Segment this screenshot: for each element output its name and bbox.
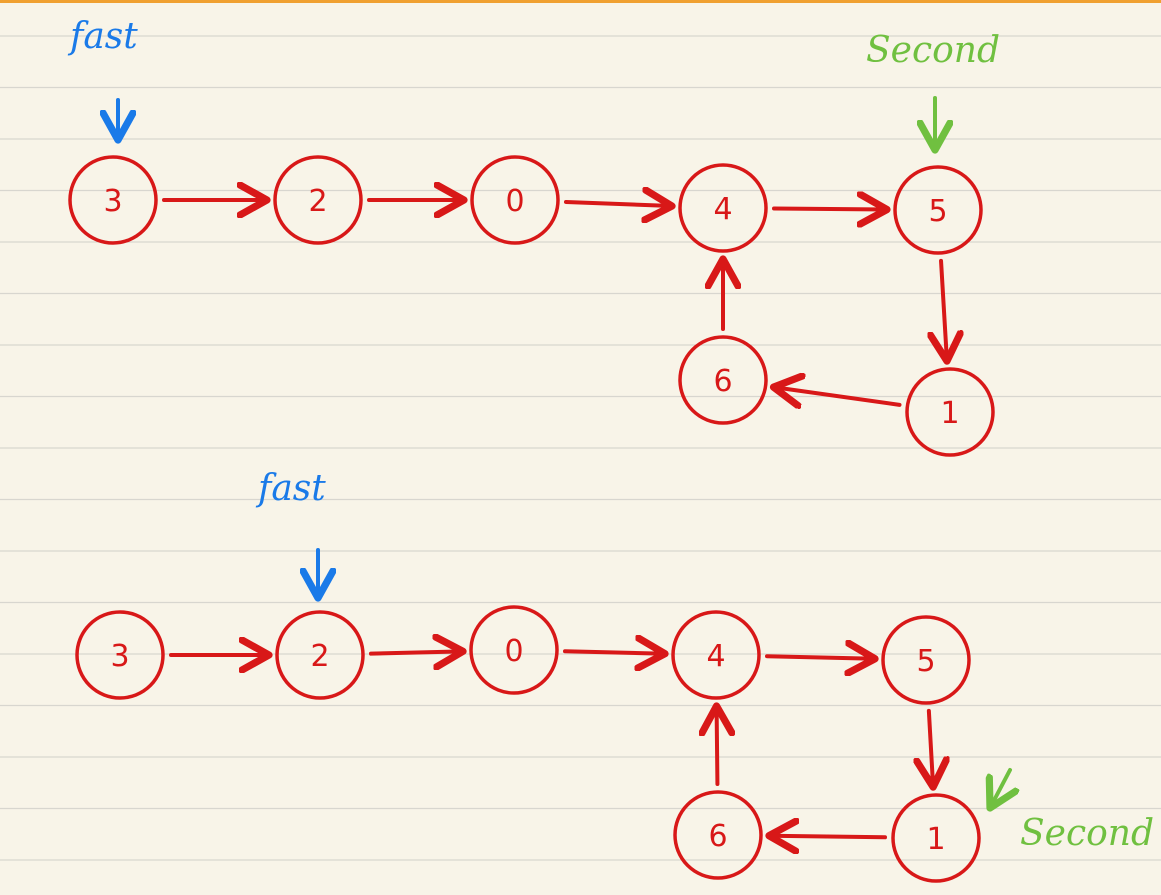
list-node: 1	[905, 367, 995, 457]
list-node: 4	[671, 610, 761, 700]
pointer-label: fast	[255, 468, 326, 509]
list-node: 4	[678, 163, 768, 253]
node-value: 4	[713, 192, 732, 227]
link-arrow	[368, 651, 463, 653]
pointer-second: Second	[990, 768, 1154, 854]
node-circle	[470, 155, 560, 245]
node-value: 3	[110, 639, 129, 674]
pointer-fast: fast	[255, 468, 326, 598]
link-arrow	[562, 651, 665, 653]
node-circle	[678, 335, 768, 425]
node-value: 6	[713, 364, 732, 399]
node-value: 4	[706, 639, 725, 674]
list-node: 0	[469, 605, 559, 695]
node-value: 2	[310, 639, 329, 674]
list-node: 2	[273, 155, 363, 245]
node-circle	[75, 610, 165, 700]
node-circle	[678, 163, 768, 253]
link-arrow	[764, 656, 875, 659]
list-node: 1	[891, 793, 981, 883]
pointer-second: Second	[866, 30, 1000, 150]
list-node: 3	[68, 155, 158, 245]
linked-list-diagram: 3 2 0 4 5 1 6 fast Second	[67, 16, 1000, 457]
pointer-label: Second	[1020, 813, 1154, 854]
node-circle	[893, 165, 983, 255]
list-node: 5	[893, 165, 983, 255]
node-value: 0	[504, 634, 523, 669]
pointer-fast: fast	[67, 16, 138, 140]
list-node: 3	[75, 610, 165, 700]
list-node: 5	[881, 615, 971, 705]
ruled-lines	[0, 35, 1161, 861]
node-value: 6	[708, 819, 727, 854]
link-arrow	[941, 258, 947, 361]
link-arrow	[774, 387, 902, 405]
list-node: 6	[673, 790, 763, 880]
node-circle	[469, 605, 559, 695]
link-arrow	[717, 706, 718, 787]
node-value: 1	[926, 822, 945, 857]
top-border	[0, 0, 1161, 3]
link-arrow	[563, 202, 672, 206]
node-value: 0	[505, 184, 524, 219]
pointer-label: fast	[67, 16, 138, 57]
node-circle	[881, 615, 971, 705]
node-value: 5	[916, 644, 935, 679]
node-circle	[275, 610, 365, 700]
node-value: 1	[940, 396, 959, 431]
pointer-label: Second	[866, 30, 1000, 71]
link-arrow	[769, 836, 888, 838]
node-value: 3	[103, 184, 122, 219]
pointer-arrow	[990, 768, 1010, 808]
link-arrow	[929, 708, 933, 787]
list-node: 2	[275, 610, 365, 700]
list-node: 0	[470, 155, 560, 245]
node-value: 5	[928, 194, 947, 229]
node-circle	[671, 610, 761, 700]
node-circle	[673, 790, 763, 880]
node-circle	[891, 793, 981, 883]
node-circle	[68, 155, 158, 245]
node-circle	[273, 155, 363, 245]
node-value: 2	[308, 184, 327, 219]
link-arrow	[771, 208, 887, 209]
node-circle	[905, 367, 995, 457]
list-node: 6	[678, 335, 768, 425]
